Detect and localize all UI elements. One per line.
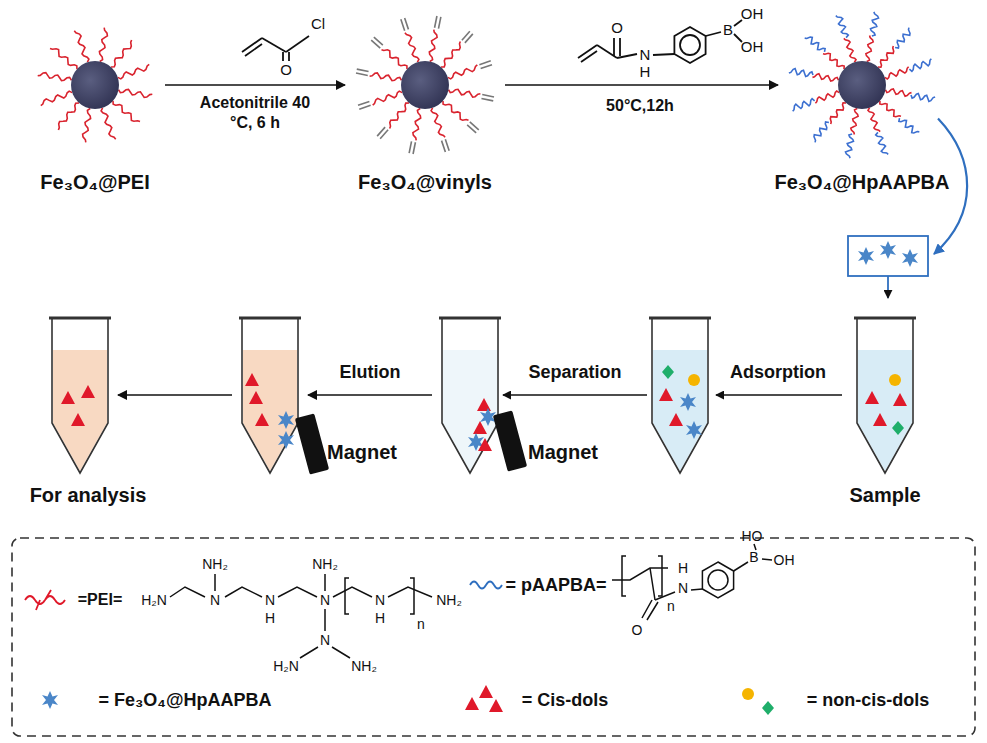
atom-label: H₂N <box>273 658 299 674</box>
reaction-arrow <box>308 394 432 396</box>
node-label: Sample <box>849 484 920 507</box>
atom-label: OH <box>774 552 795 568</box>
atom-label: H <box>678 560 688 576</box>
node-label: Fe₃O₄@vinyls <box>358 171 492 194</box>
step-label: Separation <box>528 362 621 383</box>
arrow-label: Elution <box>338 361 403 384</box>
node-label: Fe₃O₄@HpAAPBA <box>775 171 950 194</box>
atom-label: NH₂ <box>351 658 377 674</box>
atom-label: NH₂ <box>436 592 462 608</box>
atom-label: Cl <box>311 15 325 32</box>
node-label: For analysis <box>30 484 147 507</box>
atom-label: N <box>640 46 651 63</box>
atom-label: H₂N <box>141 592 167 608</box>
tube-node: Sample <box>843 232 932 475</box>
atom-label: OH <box>741 38 764 55</box>
tube-node: Magnet <box>240 315 300 475</box>
atom-label: B <box>749 549 758 565</box>
node-label: Magnet <box>528 441 598 464</box>
atom-label: O <box>611 19 623 36</box>
reaction-arrow <box>505 84 778 86</box>
atom-label: H <box>265 610 275 626</box>
arrow-label: 50°C,12h <box>604 96 676 116</box>
step-label: Adsorption <box>730 362 826 383</box>
atom-label: O <box>632 622 643 638</box>
reaction-arrow <box>118 394 232 396</box>
atom-label: HO <box>742 528 763 544</box>
atom-label: H <box>375 610 385 626</box>
atom-label: N <box>375 592 385 608</box>
legend-text: = Cis-dols <box>522 690 609 711</box>
atom-label: N <box>265 592 275 608</box>
arrow-label: Acetonitrile 40 °C, 6 h <box>194 93 316 133</box>
tube-node: For analysis <box>50 315 110 475</box>
atom-label: n <box>667 598 675 614</box>
tube-node: Magnet <box>440 315 500 475</box>
node-label: Fe₃O₄@PEI <box>40 171 149 194</box>
atom-label: OH <box>741 5 764 22</box>
atom-label: NH₂ <box>202 556 228 572</box>
atom-label: O <box>280 61 292 78</box>
atom-label: N <box>320 632 330 648</box>
atom-label: n <box>417 616 425 632</box>
atom-label: NH₂ <box>312 556 338 572</box>
particle-node: Fe₃O₄@HpAAPBA <box>786 9 938 161</box>
particle-node: Fe₃O₄@vinyls <box>353 13 497 157</box>
atom-label: N <box>210 592 220 608</box>
step-label: =PEI= <box>78 591 122 609</box>
reaction-arrow <box>165 84 345 86</box>
step-label: = pAAPBA= <box>505 575 606 596</box>
atom-label: N <box>320 592 330 608</box>
atom-label: H <box>640 63 651 80</box>
node-label: Magnet <box>327 441 397 464</box>
legend-text: = Fe₃O₄@HpAAPBA <box>99 690 272 711</box>
atom-label: N <box>678 580 688 596</box>
legend-text: = non-cis-dols <box>807 690 930 711</box>
particle-node: Fe₃O₄@PEI <box>33 23 157 147</box>
atom-label: B <box>723 21 733 38</box>
